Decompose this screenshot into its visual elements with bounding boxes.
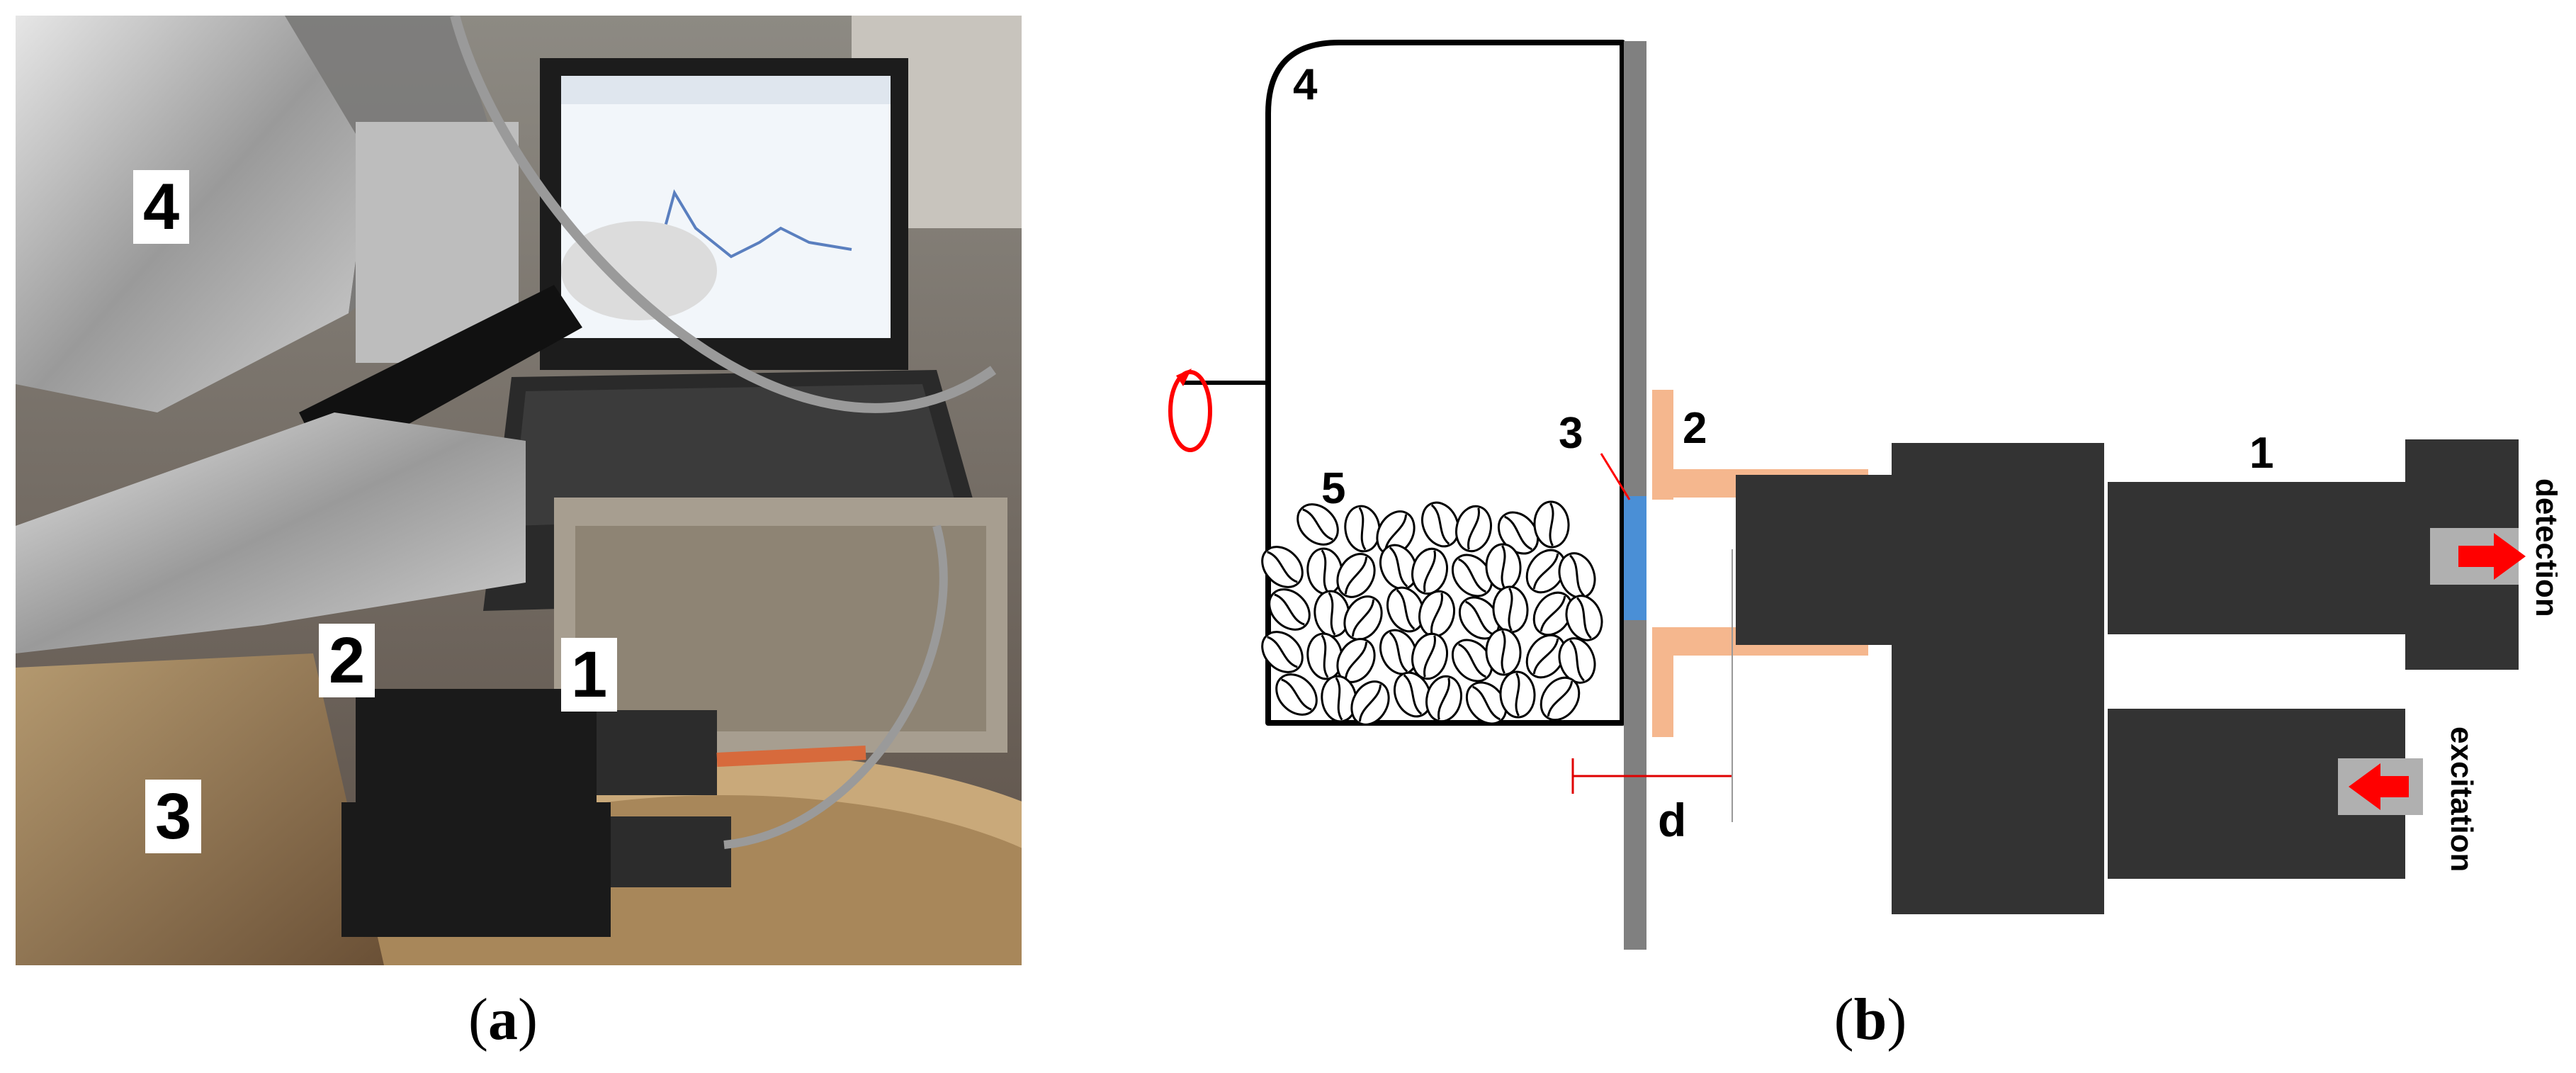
coffee-bean (1451, 554, 1493, 597)
excitation-label: excitation (2444, 726, 2479, 872)
photo-panel (16, 16, 1022, 965)
coffee-bean (1485, 628, 1522, 676)
coffee-bean (1336, 638, 1376, 683)
sensor-heads (341, 689, 731, 937)
coffee-bean (1306, 632, 1343, 680)
photo-label-3: 3 (145, 780, 202, 853)
coffee-bean (1418, 590, 1455, 638)
coffee-bean (1451, 639, 1493, 682)
coffee-bean (1394, 671, 1432, 718)
coffee-bean (1268, 588, 1311, 631)
window-pointer (1600, 453, 1631, 500)
caption-b: (b) (1834, 987, 1907, 1052)
roaster-arm (16, 412, 526, 653)
detection-arrow-icon (2458, 533, 2526, 580)
coffee-bean (1336, 553, 1376, 598)
schematic-panel: 4 5 3 2 1 d detection excitation (1168, 40, 2558, 950)
coffee-beans (1261, 500, 1603, 726)
coffee-bean (1350, 680, 1390, 726)
coffee-bean (1343, 595, 1383, 641)
roaster-drum-outline (1265, 40, 1625, 726)
diagram-label-1: 1 (2249, 429, 2273, 478)
coffee-bean (1565, 595, 1603, 641)
orange-fiber (716, 746, 866, 767)
coffee-bean (1492, 585, 1529, 634)
coffee-bean (1386, 586, 1425, 633)
coffee-bean (1344, 505, 1381, 553)
coffee-bean (1297, 503, 1339, 546)
fiber-cable (450, 16, 997, 413)
coffee-bean (1558, 637, 1596, 684)
photo-label-2: 2 (319, 624, 375, 697)
coffee-bean (1497, 511, 1540, 555)
diagram-label-5: 5 (1321, 464, 1345, 513)
coffee-bean (1421, 501, 1459, 548)
diagram-label-4: 4 (1293, 60, 1318, 109)
roaster-hopper (16, 16, 519, 412)
coffee-bean (1465, 681, 1508, 725)
coffee-bean (1321, 675, 1357, 723)
coffee-bean (1558, 552, 1596, 599)
coffee-bean (1261, 631, 1304, 673)
excitation-arrow-icon (2349, 763, 2409, 810)
fiber-cable-2 (723, 524, 948, 849)
optics-assembly (1736, 439, 2519, 914)
coffee-bean (1411, 547, 1448, 595)
coffee-bean (1499, 670, 1536, 719)
diagram-label-3: 3 (1559, 409, 1583, 458)
coffee-bean (1455, 505, 1492, 553)
coffee-bean (1261, 546, 1304, 588)
photo-label-1: 1 (561, 638, 618, 712)
coffee-bean (1525, 634, 1566, 679)
diagram-label-2: 2 (1683, 404, 1707, 453)
caption-a: (a) (468, 987, 538, 1052)
coffee-bean (1411, 632, 1448, 680)
coffee-bean (1540, 676, 1581, 721)
coffee-bean (1458, 596, 1501, 640)
coffee-bean (1275, 673, 1318, 716)
rotation-arrow-icon (1168, 370, 1212, 452)
detection-label: detection (2529, 478, 2558, 617)
holder (1652, 390, 1868, 737)
diagram-label-d: d (1658, 794, 1686, 846)
photo-label-4: 4 (133, 170, 190, 244)
coffee-bean (1533, 500, 1570, 549)
sapphire-window (1624, 496, 1646, 620)
coffee-bean (1425, 675, 1462, 723)
